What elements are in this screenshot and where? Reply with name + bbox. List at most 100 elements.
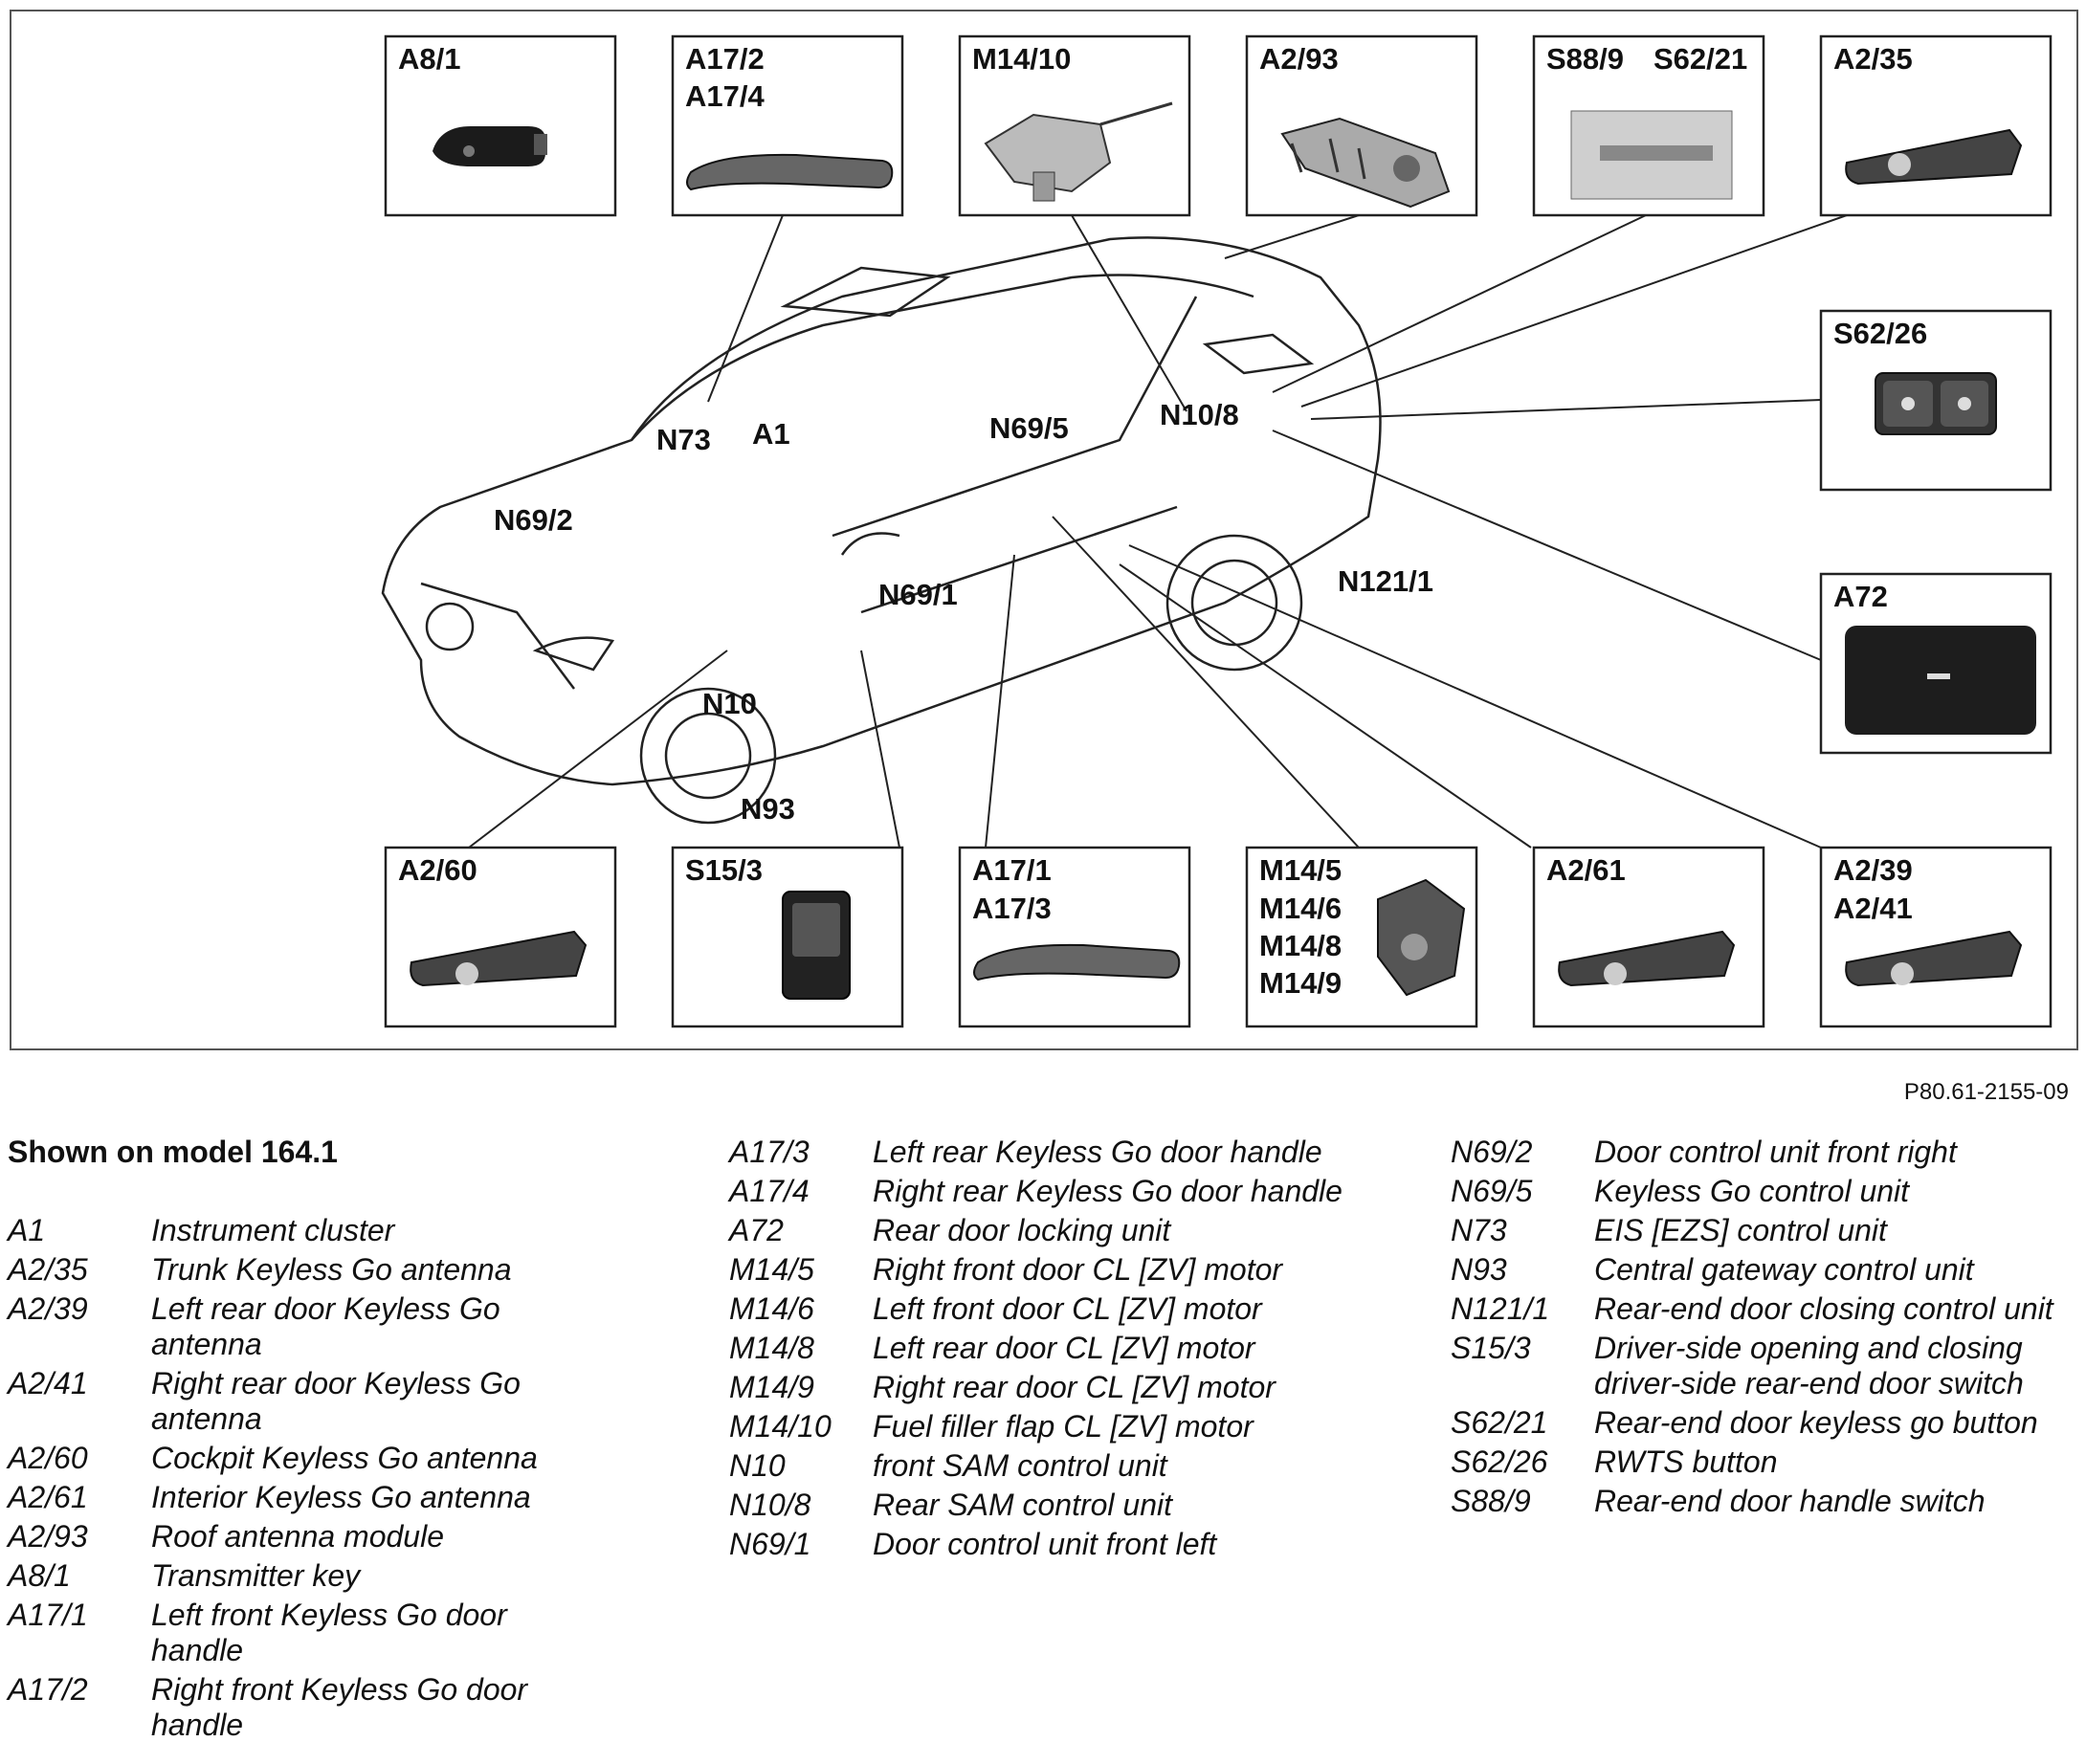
legend-code: S62/21 xyxy=(1451,1405,1548,1440)
label-s88-9: S88/9 xyxy=(1546,42,1624,76)
transmitter-key-image xyxy=(433,126,547,166)
box-a2-60 xyxy=(384,846,617,1028)
label-s15-3: S15/3 xyxy=(685,853,763,887)
label-a17-1: A17/1 xyxy=(972,853,1052,887)
legend-code: A2/39 xyxy=(8,1291,88,1326)
callout-n69-1: N69/1 xyxy=(878,578,958,611)
legend-entry: N69/5 Keyless Go control unit xyxy=(1451,1174,2082,1209)
legend-entry: S62/21 Rear-end door keyless go button xyxy=(1451,1405,2082,1441)
legend-description: Rear door locking unit xyxy=(873,1213,1171,1247)
legend-description: Left front door CL [ZV] motor xyxy=(873,1291,1262,1326)
legend-description: RWTS button xyxy=(1594,1444,1778,1479)
legend-description: Right rear Keyless Go door handle xyxy=(873,1174,1343,1208)
legend-description: Door control unit front left xyxy=(873,1527,1217,1561)
legend-code: A17/3 xyxy=(729,1135,810,1169)
legend-entry: N73 EIS [EZS] control unit xyxy=(1451,1213,2082,1248)
rear-door-antenna-image xyxy=(1845,930,2023,987)
legend-code: N69/2 xyxy=(1451,1135,1533,1169)
legend-code: S62/26 xyxy=(1451,1444,1548,1479)
label-a2-60: A2/60 xyxy=(398,853,477,887)
legend-entry: S88/9 Rear-end door handle switch xyxy=(1451,1484,2082,1519)
legend-code: S88/9 xyxy=(1451,1484,1531,1518)
label-a2-61: A2/61 xyxy=(1546,853,1626,887)
legend-description: Rear SAM control unit xyxy=(873,1488,1173,1522)
legend-code: A2/61 xyxy=(8,1480,88,1514)
box-a2-61 xyxy=(1532,846,1765,1028)
callout-n69-5: N69/5 xyxy=(989,411,1069,445)
rear-door-handle-switch-image xyxy=(1570,110,1733,200)
door-lock-motor-image xyxy=(1377,878,1466,997)
legend-description: Cockpit Keyless Go antenna xyxy=(151,1441,538,1475)
legend-description: Right front Keyless Go door handle xyxy=(151,1672,528,1742)
legend-code: M14/5 xyxy=(729,1252,814,1287)
callout-a1: A1 xyxy=(752,417,790,451)
legend-code: A1 xyxy=(8,1213,46,1247)
legend-description: front SAM control unit xyxy=(873,1448,1167,1483)
label-m14-9: M14/9 xyxy=(1259,966,1342,1000)
label-m14-6: M14/6 xyxy=(1259,892,1342,925)
legend-entry: A2/35 Trunk Keyless Go antenna xyxy=(8,1252,582,1288)
legend-description: EIS [EZS] control unit xyxy=(1594,1213,1887,1247)
callout-n10: N10 xyxy=(702,687,757,720)
rwts-button-image xyxy=(1875,372,1997,435)
legend-code: N69/5 xyxy=(1451,1174,1533,1208)
callout-n69-2: N69/2 xyxy=(494,503,573,537)
leader-lines xyxy=(468,214,1848,849)
trunk-antenna-image xyxy=(1845,128,2023,186)
door-handle-image-a17-1 xyxy=(973,943,1181,981)
legend-code: A2/93 xyxy=(8,1519,88,1554)
interior-antenna-image xyxy=(1558,930,1736,987)
car-illustration xyxy=(381,236,1382,825)
label-a2-35: A2/35 xyxy=(1833,42,1913,76)
legend-entry: M14/8 Left rear door CL [ZV] motor xyxy=(729,1331,1361,1366)
fuel-flap-motor-image xyxy=(984,101,1173,202)
legend-description: Rear-end door handle switch xyxy=(1594,1484,1986,1518)
box-m14-10 xyxy=(958,34,1191,217)
legend-description: Left rear door Keyless Go antenna xyxy=(151,1291,500,1361)
legend-description: Right front door CL [ZV] motor xyxy=(873,1252,1283,1287)
legend-description: Keyless Go control unit xyxy=(1594,1174,1910,1208)
label-m14-8: M14/8 xyxy=(1259,929,1342,962)
legend-description: Left front Keyless Go door handle xyxy=(151,1598,507,1667)
label-m14-5: M14/5 xyxy=(1259,853,1342,887)
legend-code: N73 xyxy=(1451,1213,1507,1247)
legend-code: A17/4 xyxy=(729,1174,810,1208)
legend-entry: A17/2 Right front Keyless Go door handle xyxy=(8,1672,582,1743)
legend-description: Rear-end door keyless go button xyxy=(1594,1405,2038,1440)
legend-description: Left rear Keyless Go door handle xyxy=(873,1135,1322,1169)
label-s62-26: S62/26 xyxy=(1833,317,1927,350)
callout-n73: N73 xyxy=(656,423,711,456)
legend-code: M14/10 xyxy=(729,1409,832,1444)
door-handle-image-a17-2 xyxy=(686,153,894,191)
box-a8-1 xyxy=(384,34,617,217)
legend-description: Rear-end door closing control unit xyxy=(1594,1291,2053,1326)
legend-code: A2/35 xyxy=(8,1252,88,1287)
legend-description: Left rear door CL [ZV] motor xyxy=(873,1331,1255,1365)
box-a2-39-a2-41 xyxy=(1819,846,2053,1028)
legend-code: M14/8 xyxy=(729,1331,814,1365)
label-a8-1: A8/1 xyxy=(398,42,460,76)
box-a72 xyxy=(1819,572,2053,755)
figure-code: P80.61-2155-09 xyxy=(1903,1079,2069,1105)
legend-entry: A17/3 Left rear Keyless Go door handle xyxy=(729,1135,1361,1170)
legend-code: A17/2 xyxy=(8,1672,88,1707)
legend-code: S15/3 xyxy=(1451,1331,1531,1365)
legend-description: Trunk Keyless Go antenna xyxy=(151,1252,512,1287)
label-a2-41: A2/41 xyxy=(1833,892,1913,925)
legend-title: Shown on model 164.1 xyxy=(8,1135,338,1169)
